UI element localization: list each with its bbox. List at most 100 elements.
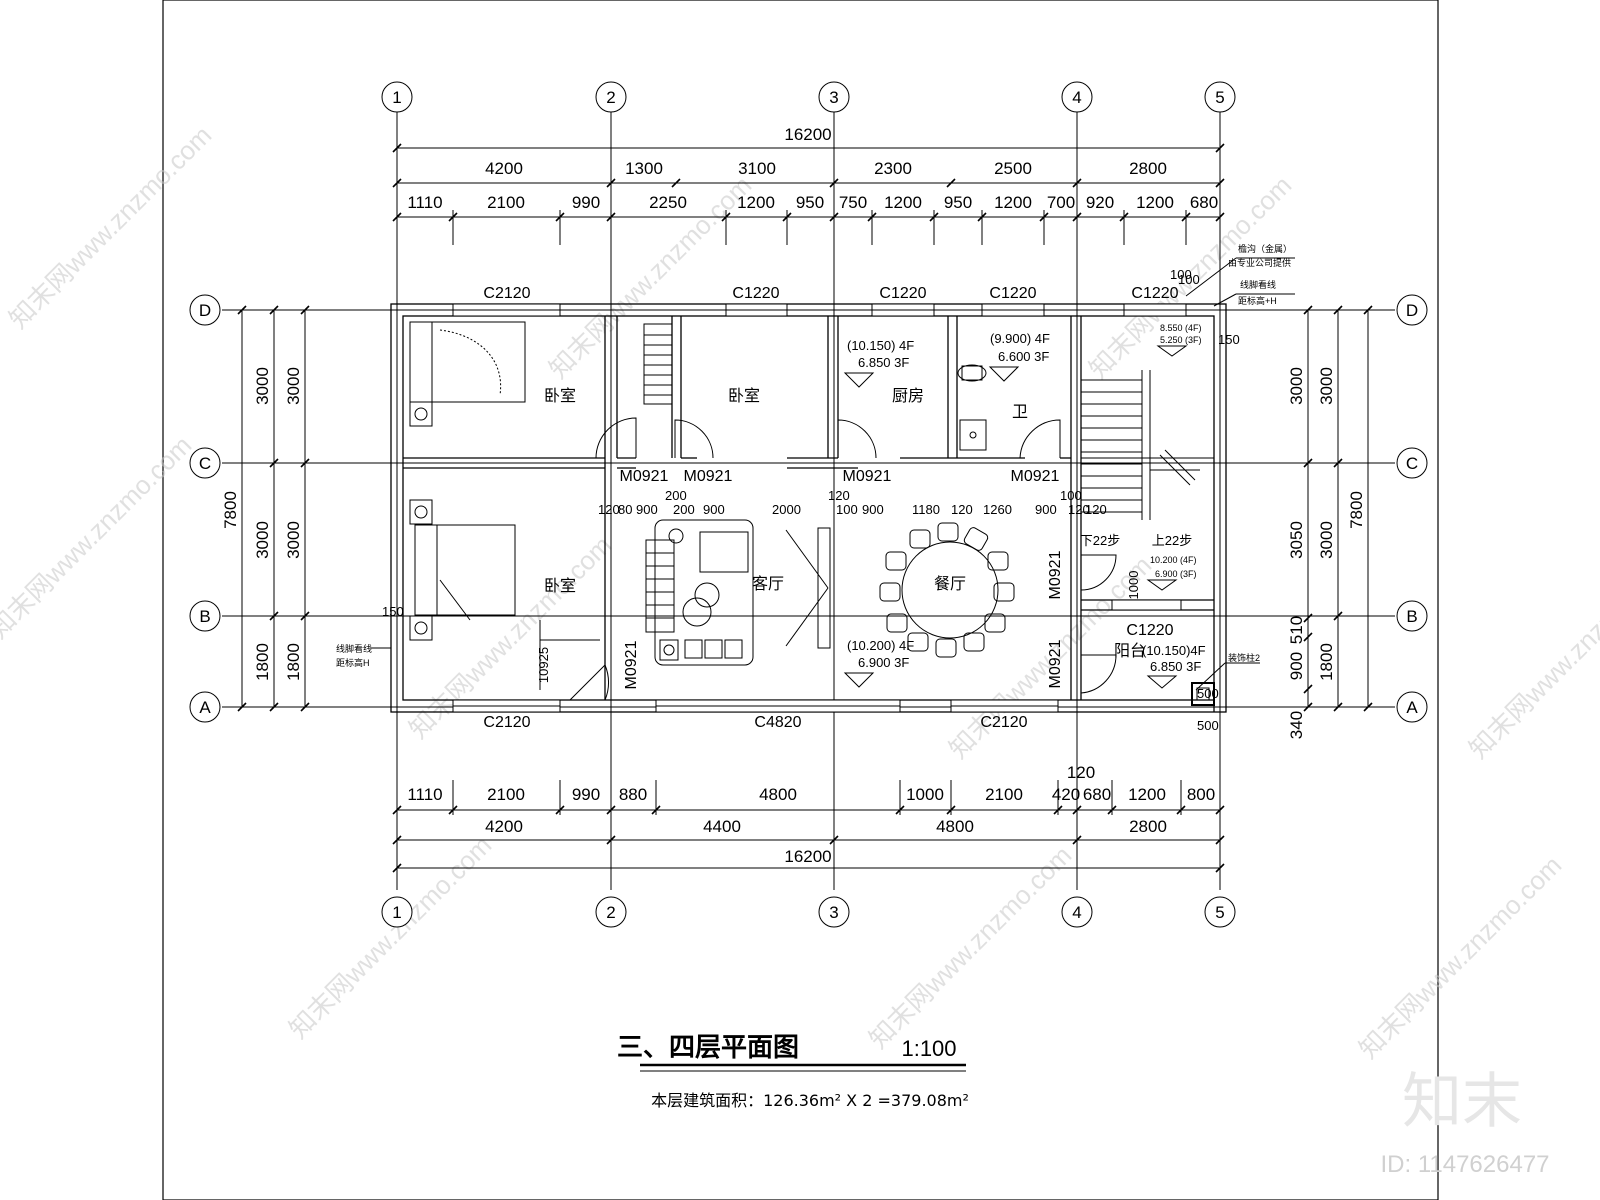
dimension-text: 900	[636, 502, 658, 517]
dimension-text: 1000	[906, 785, 944, 804]
dimension-text: 990	[572, 193, 600, 212]
dimension-text: 4400	[703, 817, 741, 836]
level-triangle-icon	[1146, 579, 1178, 591]
stair-up-label: 上22步	[1152, 533, 1192, 548]
dimension-text: 16200	[784, 847, 831, 866]
dimension-lines-left	[237, 305, 310, 712]
drawing-scale: 1:100	[901, 1036, 956, 1061]
dimension-text: 3100	[738, 159, 776, 178]
dimension-lines-right	[1303, 305, 1373, 712]
drawing-title-block: 三、四层平面图 1:100 本层建筑面积：126.36m² X 2 =379.0…	[617, 1033, 969, 1110]
stair-down-label: 下22步	[1080, 533, 1120, 548]
room-label-bedroom: 卧室	[544, 387, 576, 405]
axis-labels-sides: D C B A D C B A	[189, 294, 1428, 723]
dimension-text: 2100	[487, 785, 525, 804]
dimension-text: 1200	[884, 193, 922, 212]
dimension-text: 3000	[1317, 521, 1336, 559]
dimension-text: 3000	[284, 521, 303, 559]
dimension-text: 3000	[253, 521, 272, 559]
watermark-text: 知末网www.znzmo.com	[283, 830, 497, 1044]
axis-label: 1	[392, 903, 401, 922]
dimension-text: 1800	[1317, 643, 1336, 681]
dimension-text: 120	[828, 488, 850, 503]
room-label-bedroom: 卧室	[728, 387, 760, 405]
furniture-dining-table	[879, 522, 1015, 658]
level-triangle-icon	[843, 672, 875, 688]
dimension-text: 3000	[253, 367, 272, 405]
door-label: M0921	[620, 468, 669, 485]
dimension-text: 100	[836, 502, 858, 517]
note-text: 装饰柱2	[1228, 652, 1260, 663]
dimension-text: 120	[1068, 502, 1090, 517]
dimension-text: 500	[1197, 718, 1219, 733]
dimension-text: 120	[598, 502, 620, 517]
dimension-text: 3000	[1317, 367, 1336, 405]
axis-label: D	[1406, 301, 1418, 320]
dimension-text: 900	[862, 502, 884, 517]
note-text: 线脚看线	[1240, 279, 1276, 290]
dimension-text: 120	[1067, 763, 1095, 782]
room-labels: 卧室 卧室 卧室 厨房 卫 客厅 餐厅 阳台	[544, 387, 1146, 660]
dimension-text: 2300	[874, 159, 912, 178]
dimension-text: 1800	[284, 643, 303, 681]
window-label: C1220	[1126, 622, 1173, 639]
note-text: 100	[1170, 267, 1192, 282]
door-label: M0921	[843, 468, 892, 485]
dimension-text: 150	[1218, 332, 1240, 347]
room-label-kitchen: 厨房	[892, 387, 924, 405]
dimension-text: 120	[951, 502, 973, 517]
note-text: 线脚看线	[336, 643, 372, 654]
dimension-text: 2500	[994, 159, 1032, 178]
door-label: M0921	[1047, 639, 1064, 688]
window-label: C1220	[732, 285, 779, 302]
axis-label: 5	[1215, 903, 1224, 922]
dimension-text: 7800	[1347, 491, 1366, 529]
drawing-title: 三、四层平面图	[617, 1033, 799, 1063]
level-text: 6.600 3F	[998, 349, 1049, 364]
dimension-texts-left: 7800 3000 3000 1800 3000 3000 1800	[221, 367, 303, 681]
dimension-text: 340	[1287, 711, 1306, 739]
level-text: 6.850 3F	[1150, 659, 1201, 674]
watermark-text: 知末网www.znzmo.com	[1463, 550, 1600, 764]
dimension-text: 80	[618, 502, 632, 517]
dimension-text: 920	[1086, 193, 1114, 212]
dimension-text: 2000	[772, 502, 801, 517]
level-text: (10.200) 4F	[847, 638, 914, 653]
annotation-notes: 檐沟（金属） 由专业公司提供 线脚看线 距标高+H 100 线脚看线 距标高H …	[336, 243, 1292, 668]
dimension-text: 3050	[1287, 521, 1306, 559]
leader-lines	[370, 257, 1295, 706]
axis-label: 4	[1072, 88, 1081, 107]
dimension-text: 680	[1190, 193, 1218, 212]
door-label: M0921	[1011, 468, 1060, 485]
watermark-text: 知末网www.znzmo.com	[863, 840, 1077, 1054]
room-label-living: 客厅	[752, 575, 784, 593]
room-label-bedroom: 卧室	[544, 577, 576, 595]
axis-labels-bottom: 1 2 3 4 5	[381, 896, 1236, 928]
dimension-text: 7800	[221, 491, 240, 529]
interior-dimensions: 120 80 900 200 200 900 2000 120 100 900 …	[382, 272, 1240, 733]
door-label: M0921	[684, 468, 733, 485]
dimension-text: 2800	[1129, 159, 1167, 178]
watermark-text: 知末网www.znzmo.com	[1353, 850, 1567, 1064]
level-text: (10.150) 4F	[847, 338, 914, 353]
door-label: M0921	[623, 640, 640, 689]
dimension-text: 2100	[487, 193, 525, 212]
axis-label: A	[199, 698, 211, 717]
note-text: 由专业公司提供	[1228, 257, 1291, 268]
brand-id: ID: 1147626477	[1380, 1151, 1549, 1178]
brand-mark: 知末 ID: 1147626477	[1380, 1067, 1549, 1178]
dimension-text: 10925	[536, 647, 551, 683]
axis-label: 5	[1215, 88, 1224, 107]
dimension-text: 1800	[253, 643, 272, 681]
level-triangle-icon	[1156, 345, 1188, 357]
dimension-lines-top	[392, 143, 1225, 245]
window-label: C1220	[1131, 285, 1178, 302]
dimension-text: 900	[703, 502, 725, 517]
dimension-text: 2100	[985, 785, 1023, 804]
dimension-text: 100	[1060, 488, 1082, 503]
axis-label: 3	[829, 903, 838, 922]
level-text: (10.150)4F	[1142, 643, 1206, 658]
furniture-sofa-set	[645, 519, 835, 666]
dimension-text: 4200	[485, 817, 523, 836]
